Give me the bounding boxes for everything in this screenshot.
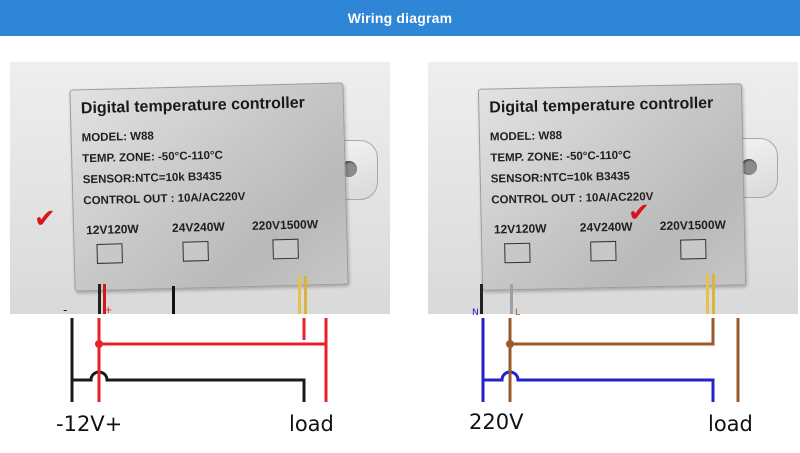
lead-wire-yellow xyxy=(304,276,307,314)
lead-wire-black xyxy=(480,284,483,314)
schematic-220v xyxy=(481,318,740,402)
terminal-l-label: L xyxy=(515,308,521,318)
negative-load-wire xyxy=(72,370,306,402)
load-label-right: load xyxy=(708,412,753,436)
neutral-load-wire xyxy=(483,370,715,402)
controller-photo-12v: Digital temperature controller MODEL: W8… xyxy=(10,62,390,314)
checkmark-icon: ✔ xyxy=(34,204,56,234)
junction-dot xyxy=(506,340,514,348)
lead-wire-red xyxy=(103,284,106,314)
lead-wire-yellow xyxy=(298,276,301,314)
positive-load-wire xyxy=(99,318,328,346)
junction-dot xyxy=(95,340,103,348)
terminal-plus-label: + xyxy=(104,305,113,316)
lead-wire-black xyxy=(98,284,101,314)
header-banner: Wiring diagram xyxy=(0,0,800,36)
controller-photo-220v: Digital temperature controller MODEL: W8… xyxy=(428,62,798,314)
lead-wire-yellow xyxy=(706,274,709,314)
terminal-minus-label: - xyxy=(63,303,68,317)
lead-wire-yellow xyxy=(712,274,715,314)
supply-label-220v: 220V xyxy=(469,410,524,434)
supply-label-12v: -12V+ xyxy=(56,412,123,436)
page-title: Wiring diagram xyxy=(347,10,453,26)
terminal-n-label: N xyxy=(472,308,479,318)
load-label-left: load xyxy=(289,412,334,436)
live-relay-wire xyxy=(510,318,715,346)
checkmark-icon: ✔ xyxy=(628,198,650,228)
schematic-12v xyxy=(70,318,328,402)
sensor-wire xyxy=(172,286,175,314)
lead-wire-grey xyxy=(510,284,513,314)
